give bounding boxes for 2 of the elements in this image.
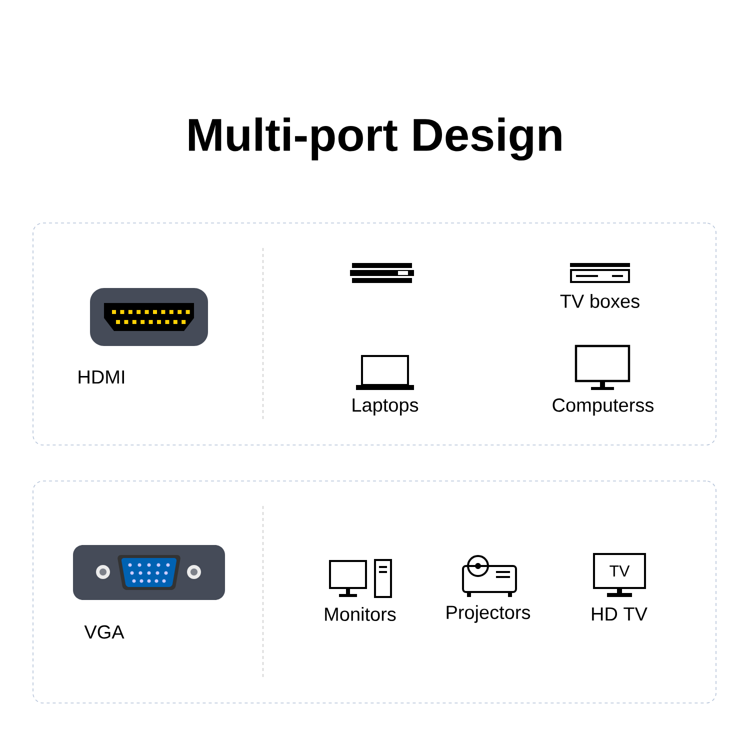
card: HDMI TV boxes Laptops Computerss <box>32 222 716 446</box>
title: Multi-port Design <box>189 117 562 161</box>
